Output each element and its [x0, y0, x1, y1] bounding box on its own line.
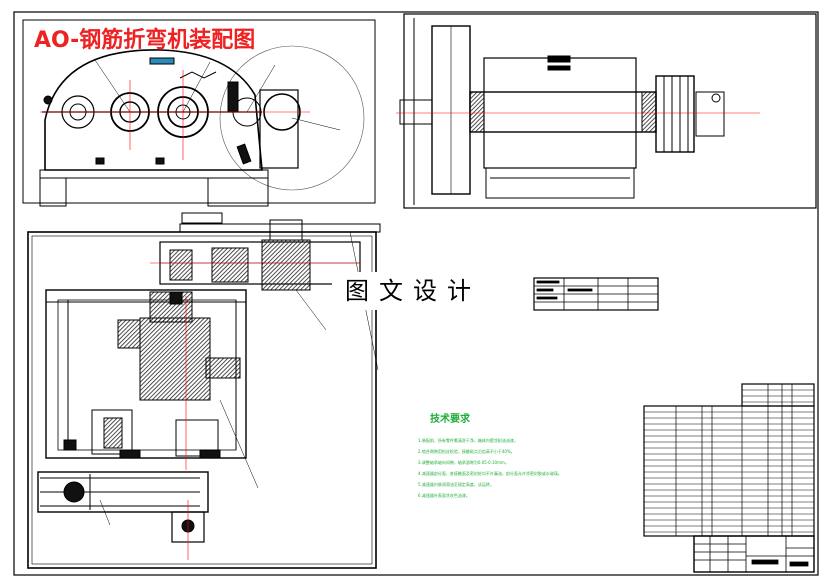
technical-requirement-line: 5.减速器内装润滑油至规定高度，试运转。	[418, 482, 494, 487]
technical-requirement-line: 4.减速器剖分面、各接触面及密封处均不许漏油，剖分面允许涂密封胶或水玻璃。	[418, 471, 562, 476]
technical-requirements-title: 技术要求	[430, 414, 470, 425]
parts-list-rows	[644, 389, 814, 533]
technical-requirement-line: 3.调整轴承轴向间隙，轴承游隙为0.05-0.10mm。	[418, 460, 509, 465]
technical-requirement-line: 2.啮合侧隙用铅丝检验，接触斑点沿齿高不小于40%。	[418, 449, 515, 454]
parameter-table	[533, 277, 659, 311]
section-view-centerlines	[150, 262, 360, 560]
title-block	[693, 535, 815, 573]
technical-requirements: 技术要求 1.装配前，所有零件需清洗干净，箱体内壁涂耐油油漆。 2.啮合侧隙用铅…	[418, 410, 648, 501]
section-view	[27, 212, 381, 569]
sheet-border	[13, 11, 819, 576]
drawing-title: AO-钢筋折弯机装配图	[34, 28, 256, 53]
side-view	[399, 13, 817, 209]
technical-requirement-line: 6.减速器外表面涂灰色油漆。	[418, 493, 470, 498]
technical-requirement-line: 1.装配前，所有零件需清洗干净，箱体内壁涂耐油油漆。	[418, 438, 518, 443]
front-view-centerlines	[40, 70, 310, 160]
watermark-label: 图文设计	[332, 272, 494, 310]
